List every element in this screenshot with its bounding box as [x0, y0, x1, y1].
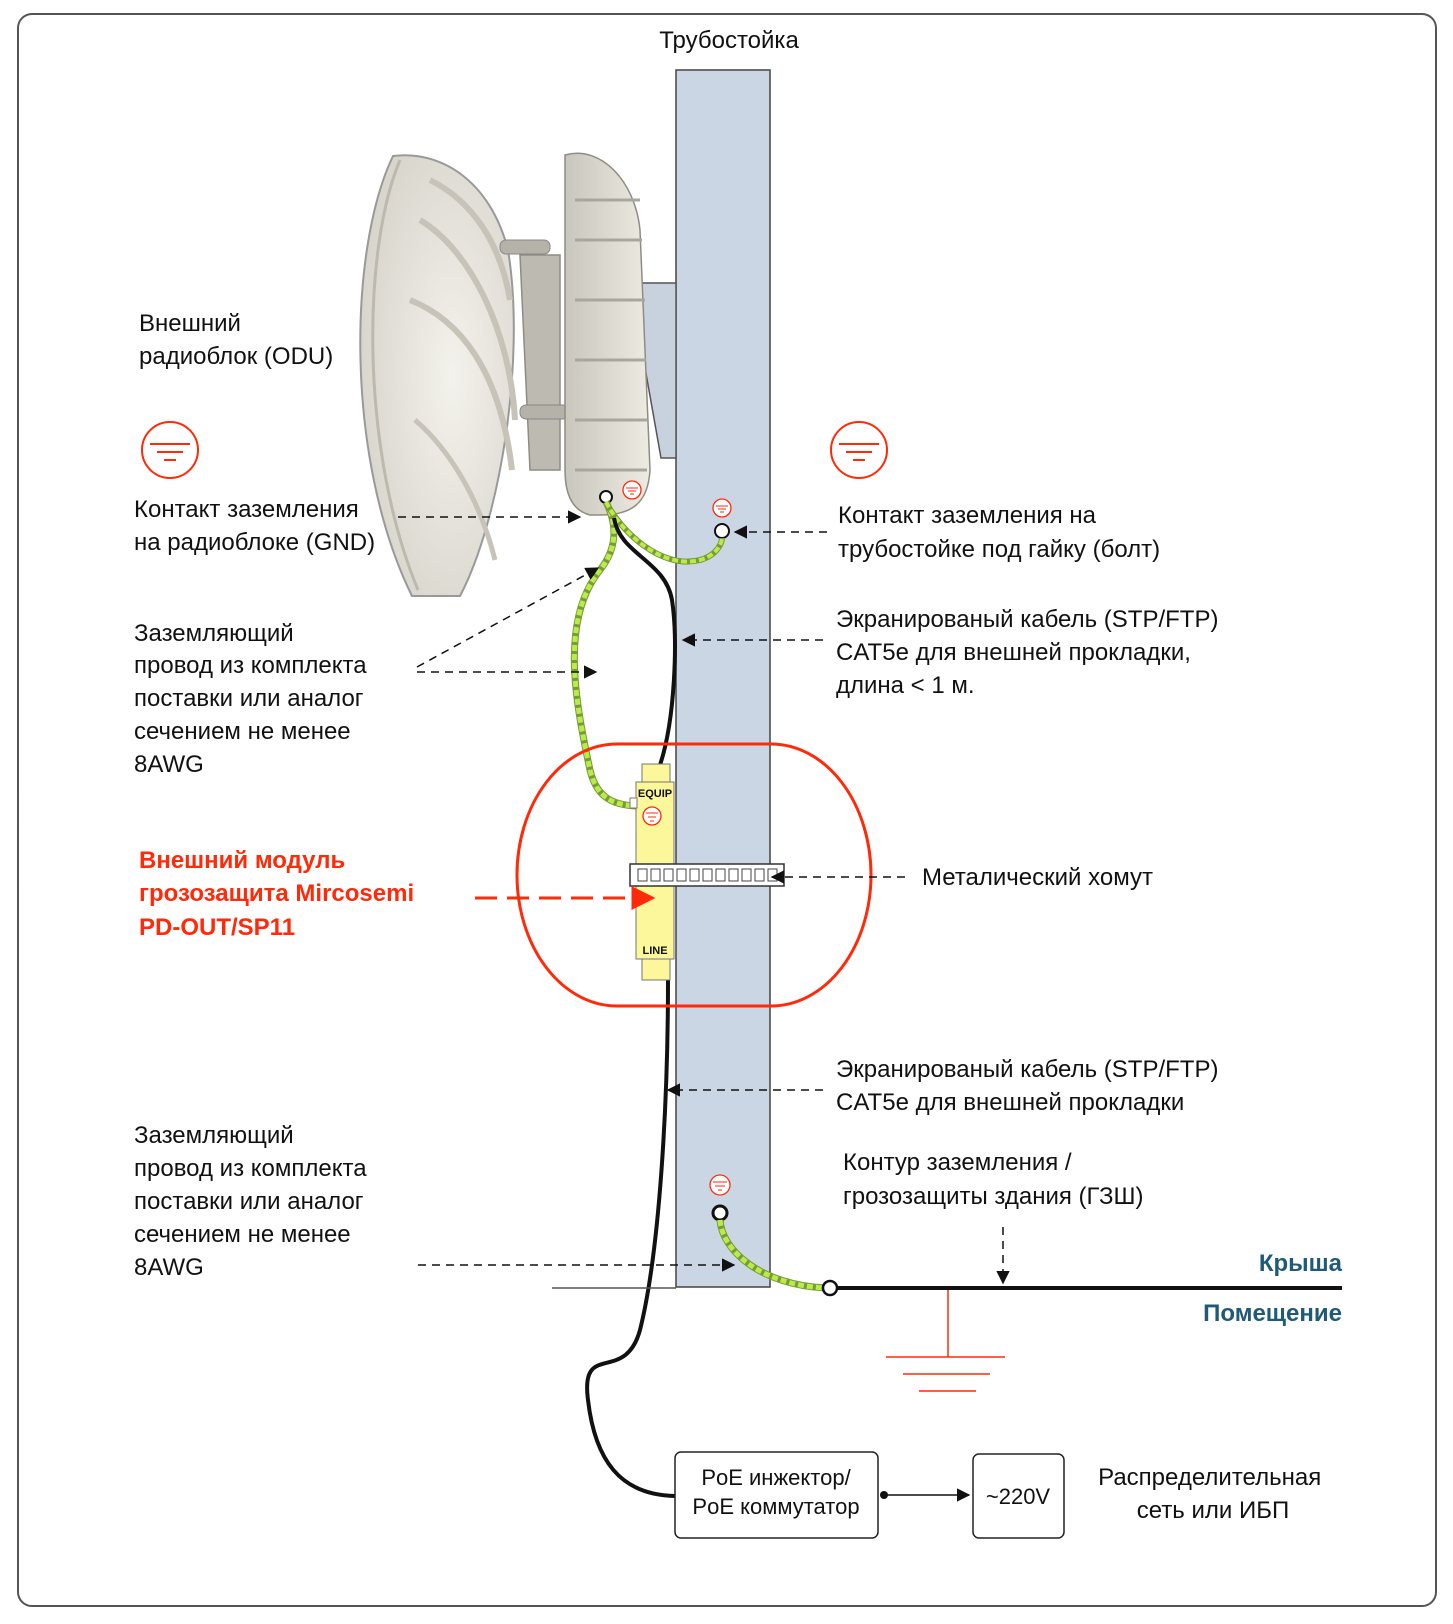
- poe-label-line2: PoE коммутатор: [692, 1494, 859, 1519]
- arrow-wire1-a: [416, 567, 600, 668]
- module-highlight: [515, 742, 873, 1008]
- port-line-label: LINE: [642, 945, 667, 957]
- poe-injector-box: [674, 1451, 879, 1539]
- clamp-label: Металический хомут: [922, 864, 1153, 891]
- odu-radio-unit: [359, 152, 651, 597]
- ground-wire: [716, 1219, 827, 1292]
- ground-wire: [603, 500, 725, 565]
- ground-symbol-icon: [141, 421, 199, 479]
- ground-symbol-icon: [709, 1174, 731, 1196]
- ground-symbol-icon: [830, 421, 888, 479]
- voltage-label: ~220V: [986, 1484, 1051, 1509]
- mast-pipe: [675, 69, 771, 1288]
- building-gnd-contact: [821, 1279, 839, 1297]
- cable2-label: Экранированый кабель (STP/FTP) CAT5e для…: [836, 1056, 1225, 1116]
- roof-label: Крыша: [1259, 1250, 1343, 1277]
- gnd-odu-label: Контакт заземления на радиоблоке (GND): [134, 496, 375, 556]
- gnd-mast-label: Контакт заземления на трубостойке под га…: [838, 502, 1160, 563]
- poe-label-line1: PoE инжектор/: [701, 1465, 851, 1490]
- odu-gnd-contact: [599, 490, 613, 504]
- ethernet-cable-upper: [612, 517, 677, 766]
- contour-label: Контур заземления / грозозащиты здания (…: [843, 1149, 1144, 1210]
- ethernet-cable-lower: [585, 979, 676, 1498]
- wire2-label: Заземляющий провод из комплекта поставки…: [134, 1122, 373, 1281]
- mast-gnd-bolt-top: [714, 523, 730, 539]
- module-label: Внешний модуль грозозащита Mircosemi PD-…: [139, 847, 421, 941]
- power-220v-box: [972, 1453, 1065, 1539]
- metal-clamp: [629, 863, 785, 887]
- ground-wire: [570, 500, 637, 810]
- odu-label: Внешний радиоблок (ODU): [139, 310, 333, 370]
- cable1-label: Экранированый кабель (STP/FTP) CAT5e для…: [836, 606, 1225, 699]
- ground-symbol-icon: [642, 806, 662, 826]
- earth-ground-symbol: [886, 1290, 1005, 1392]
- mast-gnd-bolt-bottom: [711, 1204, 729, 1222]
- mast-label: Трубостойка: [659, 27, 799, 54]
- port-equip-label: EQUIP: [638, 788, 672, 800]
- grid-label: Распределительная сеть или ИБП: [1098, 1464, 1328, 1524]
- ground-symbol-icon: [712, 498, 732, 518]
- room-label: Помещение: [1203, 1300, 1342, 1327]
- ground-symbol-icon: [622, 480, 642, 500]
- wire1-label: Заземляющий провод из комплекта поставки…: [134, 620, 373, 778]
